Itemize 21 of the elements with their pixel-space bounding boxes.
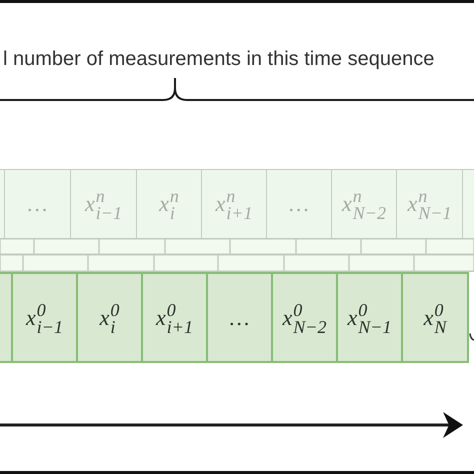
- data-cell: [332, 169, 397, 239]
- data-cell: [0, 169, 5, 239]
- data-cell: [5, 169, 71, 239]
- data-cell: [463, 169, 474, 239]
- data-cell: [137, 169, 202, 239]
- data-cell: [13, 272, 78, 363]
- data-cell: [143, 272, 208, 363]
- data-cell: [397, 169, 463, 239]
- ellipsis-text: …: [28, 193, 48, 215]
- ellipsis-text: …: [230, 306, 250, 328]
- data-cell: [338, 272, 403, 363]
- data-cell: [202, 169, 267, 239]
- brace-label: l number of measurements in this time sequence: [3, 48, 434, 70]
- data-cell: [0, 272, 13, 363]
- data-cell: [273, 272, 338, 363]
- data-cell: [78, 272, 143, 363]
- data-cell: [71, 169, 137, 239]
- data-cell: [208, 272, 273, 363]
- ellipsis-text: …: [289, 193, 309, 215]
- data-cell: [403, 272, 469, 363]
- data-cell: [267, 169, 332, 239]
